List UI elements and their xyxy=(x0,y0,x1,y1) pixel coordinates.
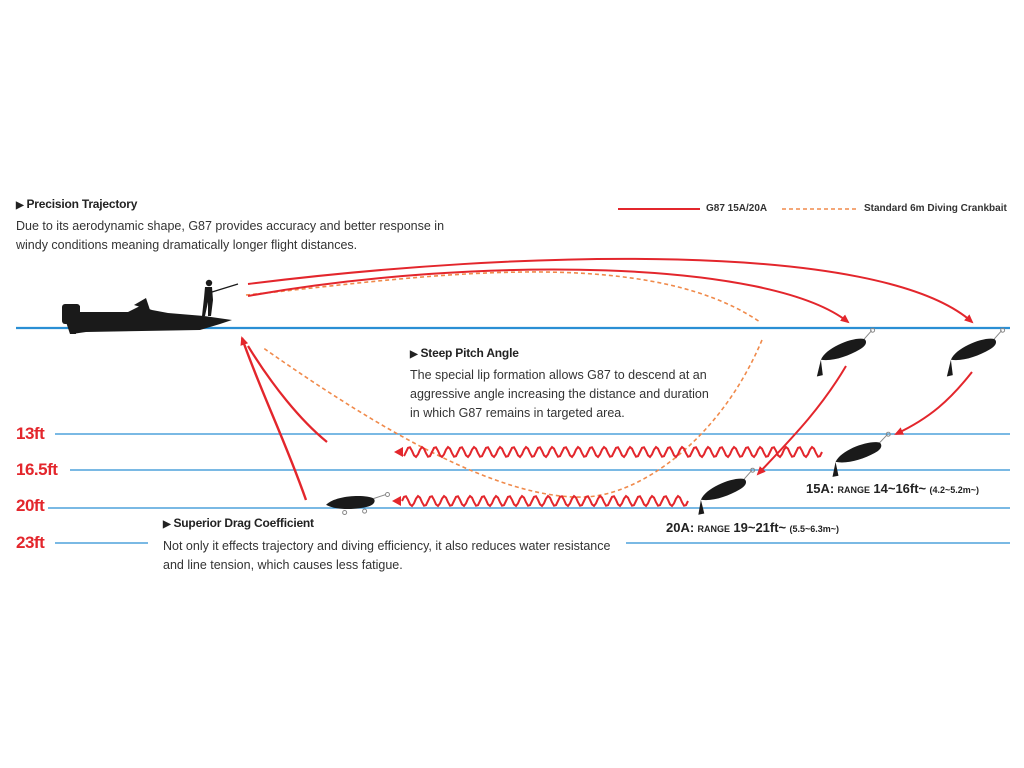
depth-label-16-5ft: 16.5ft xyxy=(16,460,58,479)
depth-label-23ft: 23ft xyxy=(16,533,45,552)
angler-icon xyxy=(202,279,239,316)
g87-cast-arc-short xyxy=(247,268,850,324)
g87-20a-descend-arrow xyxy=(756,365,847,476)
depth-label-20ft: 20ft xyxy=(16,496,45,515)
range-15a-label: 15A: RANGE 14~16ft~ (4.2~5.2m~) xyxy=(806,481,979,496)
drag-heading: ▶Superior Drag Coefficient xyxy=(163,516,314,530)
legend-g87-label: G87 15A/20A xyxy=(706,203,768,214)
drag-body: Not only it effects trajectory and divin… xyxy=(163,539,611,572)
retrieve-wave-15a xyxy=(403,445,823,459)
g87-cast-arc-long xyxy=(247,257,974,324)
play-triangle-icon: ▶ xyxy=(163,519,171,530)
retrieve-wave-15a-arrowhead xyxy=(394,447,403,457)
retrieve-return-arrow-outer xyxy=(240,336,308,501)
precision-body: Due to its aerodynamic shape, G87 provid… xyxy=(16,219,445,252)
steep-body: The special lip formation allows G87 to … xyxy=(410,368,709,420)
steep-heading: ▶Steep Pitch Angle xyxy=(410,346,519,360)
range-15a-model: 15A: xyxy=(806,481,835,496)
standard-crankbait-cast-path xyxy=(245,271,761,323)
standard-crankbait-dive-path xyxy=(261,339,763,498)
precision-heading: ▶Precision Trajectory xyxy=(16,197,137,211)
retrieve-wave-20a-arrowhead xyxy=(392,496,401,506)
retrieve-wave-20a xyxy=(401,494,689,508)
steep-heading-text: Steep Pitch Angle xyxy=(420,346,519,360)
legend-standard-label: Standard 6m Diving Crankbait xyxy=(864,203,1007,214)
range-15a-word: RANGE xyxy=(837,485,871,495)
range-15a-metric: (4.2~5.2m~) xyxy=(929,485,980,495)
range-20a-value: 19~21ft~ xyxy=(733,520,787,535)
range-20a-label: 20A: RANGE 19~21ft~ (5.5~6.3m~) xyxy=(666,520,839,535)
lure-icon-retrieve xyxy=(326,492,390,516)
drag-heading-text: Superior Drag Coefficient xyxy=(173,516,315,530)
play-triangle-icon: ▶ xyxy=(410,349,418,360)
lure-icon-surface-right xyxy=(946,327,1006,377)
retrieve-return-arrow-inner xyxy=(247,345,328,443)
boat-icon xyxy=(62,298,232,334)
precision-heading-text: Precision Trajectory xyxy=(26,197,138,211)
range-20a-metric: (5.5~6.3m~) xyxy=(789,524,840,534)
range-15a-value: 14~16ft~ xyxy=(873,481,927,496)
play-triangle-icon: ▶ xyxy=(16,200,24,211)
lure-icon-20a xyxy=(698,467,756,515)
range-20a-model: 20A: xyxy=(666,520,695,535)
range-20a-word: RANGE xyxy=(697,524,731,534)
lure-icon-15a xyxy=(832,431,891,477)
g87-15a-descend-arrow xyxy=(894,371,973,435)
lure-icon-surface-left xyxy=(816,327,876,377)
depth-label-13ft: 13ft xyxy=(16,424,45,443)
